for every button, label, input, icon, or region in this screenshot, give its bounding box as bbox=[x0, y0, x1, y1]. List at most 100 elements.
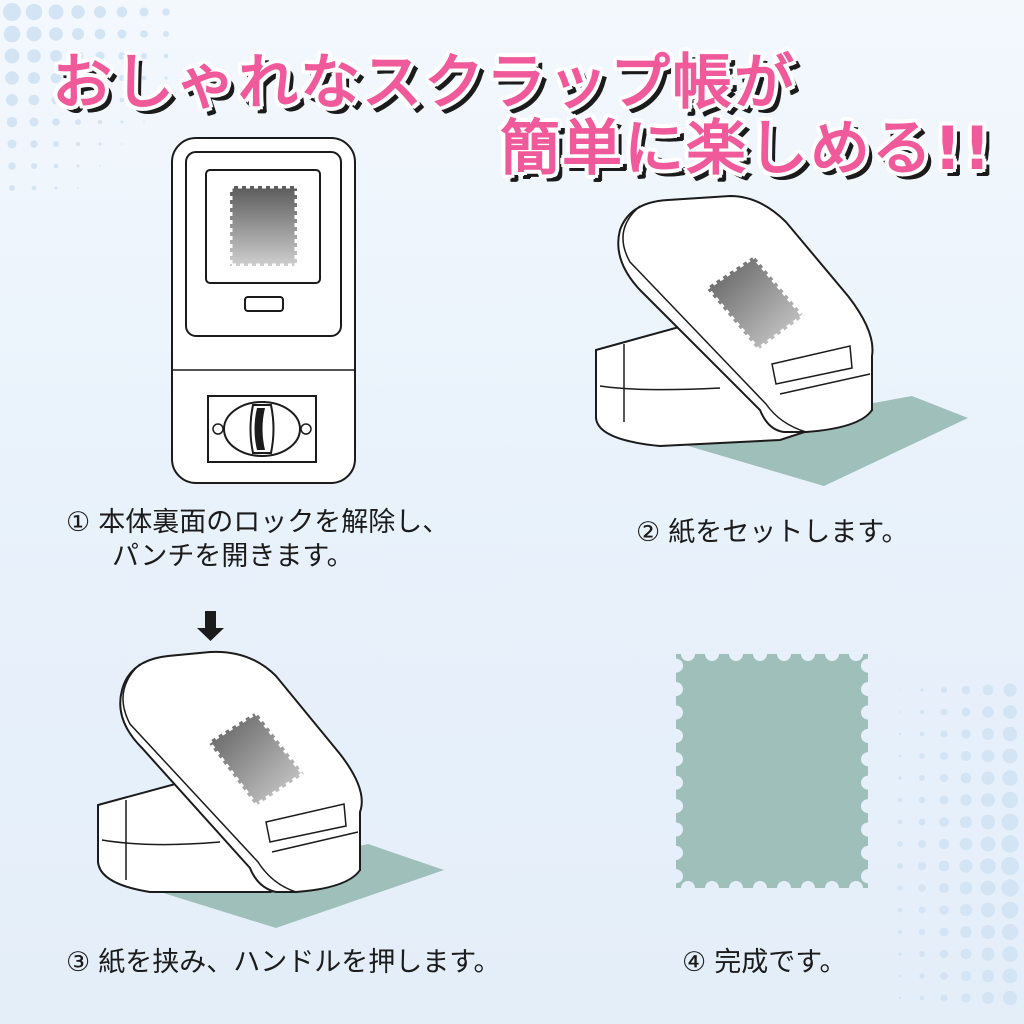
background-dot bbox=[980, 902, 996, 918]
background-dot bbox=[939, 905, 949, 915]
step-3-text: 紙を挟み、ハンドルを押します。 bbox=[98, 947, 501, 978]
background-dot bbox=[1002, 726, 1018, 742]
background-dot bbox=[980, 814, 996, 830]
background-dot bbox=[982, 728, 994, 740]
step-4-text: 完成です。 bbox=[714, 947, 847, 978]
background-dot bbox=[1003, 683, 1017, 697]
background-dot bbox=[3, 3, 21, 21]
background-dot bbox=[980, 858, 996, 874]
background-dot bbox=[8, 162, 16, 170]
background-dot bbox=[982, 706, 994, 718]
background-dot bbox=[52, 118, 60, 126]
background-dot bbox=[116, 6, 128, 18]
background-dot bbox=[961, 729, 971, 739]
background-dot bbox=[162, 8, 170, 16]
background-dot bbox=[959, 859, 973, 873]
background-dot bbox=[1002, 968, 1018, 984]
background-dot bbox=[1001, 901, 1019, 919]
background-dot bbox=[897, 841, 903, 847]
background-dot bbox=[119, 97, 125, 103]
background-dot bbox=[961, 685, 971, 695]
background-dot bbox=[960, 970, 972, 982]
background-dot bbox=[897, 797, 903, 803]
background-dot bbox=[117, 29, 127, 39]
background-dot bbox=[1002, 770, 1018, 786]
background-dot bbox=[141, 75, 147, 81]
background-dot bbox=[97, 119, 103, 125]
background-dot bbox=[897, 907, 903, 913]
background-dot bbox=[981, 793, 995, 807]
headline-line-1: おしゃれなスクラップ帳が bbox=[52, 48, 796, 118]
stamp-shape-preview bbox=[227, 183, 300, 269]
background-dot bbox=[164, 76, 168, 80]
background-dot bbox=[939, 773, 949, 783]
background-dot bbox=[897, 819, 903, 825]
background-dot bbox=[50, 50, 62, 62]
step-1-text-line-1: 本体裏面のロックを解除し、 bbox=[98, 507, 450, 538]
background-dot bbox=[939, 927, 949, 937]
background-dot bbox=[897, 863, 903, 869]
background-dot bbox=[1001, 813, 1019, 831]
background-dot bbox=[980, 880, 996, 896]
background-dot bbox=[1001, 791, 1019, 809]
background-dot bbox=[917, 861, 927, 871]
background-dot bbox=[918, 840, 926, 848]
background-dot bbox=[981, 925, 995, 939]
background-dot bbox=[31, 163, 37, 169]
background-dot bbox=[118, 52, 126, 60]
background-dot bbox=[940, 994, 948, 1002]
background-dot bbox=[27, 49, 41, 63]
background-dot bbox=[143, 121, 145, 123]
background-dot bbox=[980, 836, 996, 852]
background-dot bbox=[939, 817, 949, 827]
background-dot bbox=[981, 771, 995, 785]
background-dot bbox=[919, 731, 925, 737]
background-dot bbox=[940, 708, 948, 716]
background-dots-bottom-right bbox=[897, 683, 1019, 1006]
stamp-shape-preview bbox=[702, 252, 808, 354]
background-dot bbox=[919, 775, 925, 781]
background-dot bbox=[981, 749, 995, 763]
background-dot bbox=[99, 165, 101, 167]
background-dot bbox=[53, 141, 59, 147]
background-dot bbox=[54, 186, 58, 190]
background-dot bbox=[94, 6, 106, 18]
background-dot bbox=[960, 772, 972, 784]
background-dot bbox=[9, 185, 15, 191]
background-dot bbox=[1003, 705, 1017, 719]
background-dot bbox=[982, 684, 994, 696]
background-dot bbox=[25, 3, 43, 21]
background-dot bbox=[75, 141, 81, 147]
background-dot bbox=[5, 71, 19, 85]
punch-open-view bbox=[595, 194, 968, 486]
background-dot bbox=[165, 99, 167, 101]
background-dot bbox=[898, 754, 902, 758]
background-dot bbox=[7, 139, 17, 149]
background-dot bbox=[74, 96, 82, 104]
background-dot bbox=[982, 992, 994, 1004]
background-dot bbox=[938, 860, 950, 872]
background-dot bbox=[898, 974, 902, 978]
background-dot bbox=[919, 709, 925, 715]
background-dot bbox=[981, 969, 995, 983]
background-dot bbox=[142, 98, 146, 102]
background-dot bbox=[1002, 946, 1018, 962]
background-dot bbox=[1002, 748, 1018, 764]
background-dot bbox=[918, 906, 926, 914]
background-dot bbox=[119, 75, 125, 81]
background-dot bbox=[6, 116, 18, 128]
step-4-number: ④ bbox=[682, 947, 707, 978]
background-dot bbox=[941, 687, 947, 693]
background-dot bbox=[75, 119, 81, 125]
step-1-number: ① bbox=[66, 507, 91, 538]
background-dot bbox=[961, 993, 971, 1003]
background-dot bbox=[51, 95, 61, 105]
background-dot bbox=[77, 187, 79, 189]
background-dot bbox=[938, 838, 950, 850]
background-dot bbox=[48, 4, 64, 20]
background-dot bbox=[76, 164, 80, 168]
background-dot bbox=[26, 26, 42, 42]
